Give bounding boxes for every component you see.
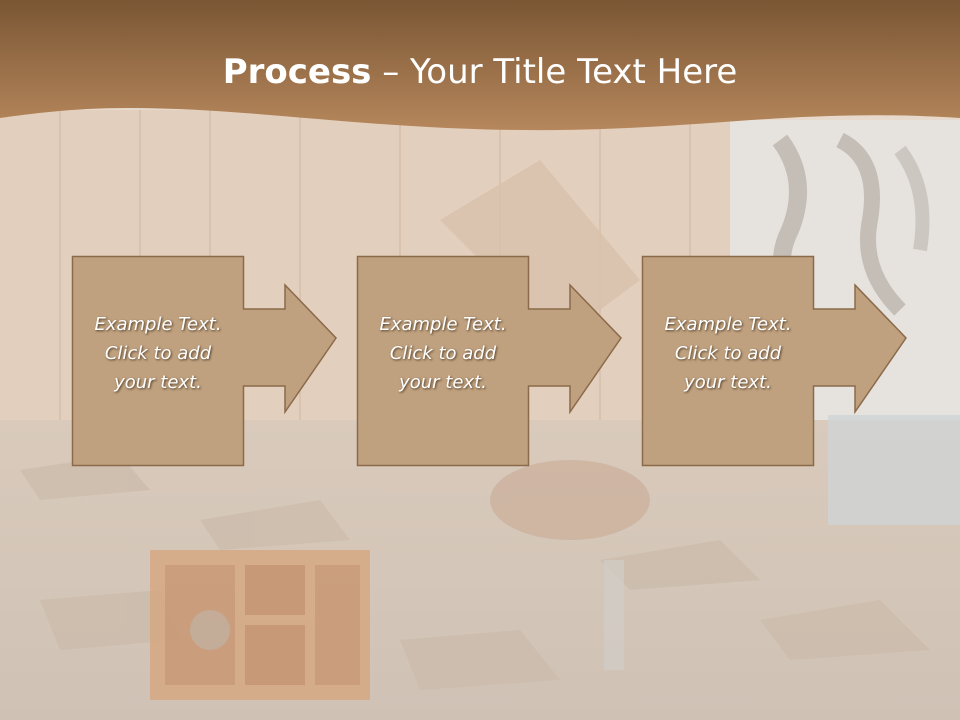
step-text[interactable]: Example Text. Click to add your text. bbox=[72, 310, 244, 397]
process-step-2[interactable]: Example Text. Click to add your text. bbox=[356, 255, 629, 467]
step-text-line: your text. bbox=[399, 372, 487, 393]
step-text-line: Click to add bbox=[674, 343, 782, 364]
step-text-line: Click to add bbox=[104, 343, 212, 364]
process-step-1[interactable]: Example Text. Click to add your text. bbox=[71, 255, 344, 467]
header-band bbox=[0, 0, 960, 131]
step-text[interactable]: Example Text. Click to add your text. bbox=[357, 310, 529, 397]
step-text[interactable]: Example Text. Click to add your text. bbox=[642, 310, 814, 397]
process-step-3[interactable]: Example Text. Click to add your text. bbox=[641, 255, 914, 467]
step-text-line: Example Text. bbox=[379, 314, 507, 335]
step-text-line: Example Text. bbox=[664, 314, 792, 335]
title-bold: Process bbox=[222, 52, 372, 92]
step-arrow-box bbox=[71, 255, 337, 467]
step-arrow-box bbox=[641, 255, 907, 467]
step-text-line: your text. bbox=[114, 372, 202, 393]
step-text-line: Click to add bbox=[389, 343, 497, 364]
title-rest: – Your Title Text Here bbox=[371, 52, 738, 92]
step-text-line: your text. bbox=[684, 372, 772, 393]
slide-title[interactable]: Process – Your Title Text Here bbox=[0, 52, 960, 92]
step-arrow-box bbox=[356, 255, 622, 467]
step-text-line: Example Text. bbox=[94, 314, 222, 335]
